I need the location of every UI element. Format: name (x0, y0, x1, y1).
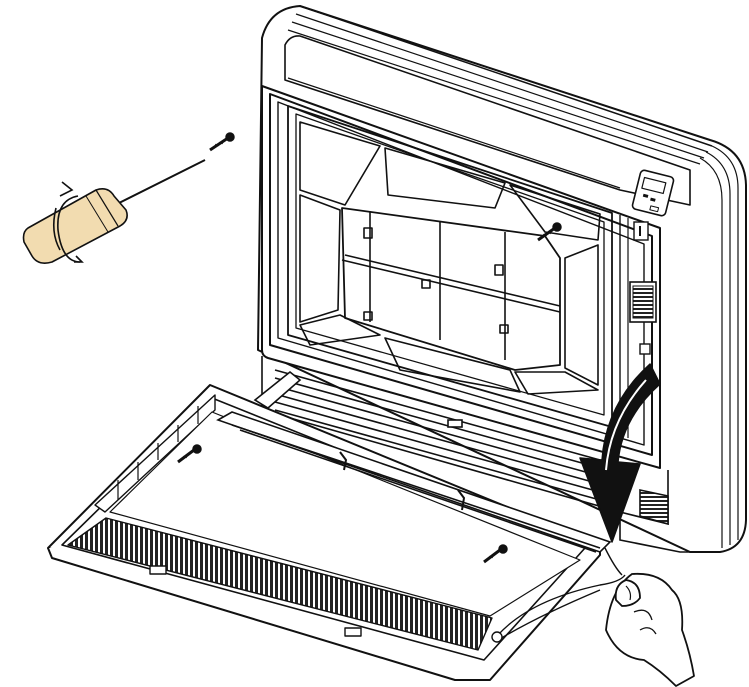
rotation-arrow-icon (52, 181, 84, 263)
control-connector (629, 221, 657, 355)
filter-rail (216, 370, 612, 553)
panel-grille (67, 517, 493, 651)
unit-lower-grille (261, 356, 690, 553)
screwdriver-icon (22, 159, 206, 264)
screw-icon (483, 544, 508, 564)
screw-icon (537, 222, 562, 242)
screw-icon (209, 132, 235, 152)
hand-icon (605, 572, 695, 687)
screw-icon (177, 444, 202, 464)
curved-arrow-icon (579, 363, 661, 543)
safety-strap (491, 547, 626, 643)
